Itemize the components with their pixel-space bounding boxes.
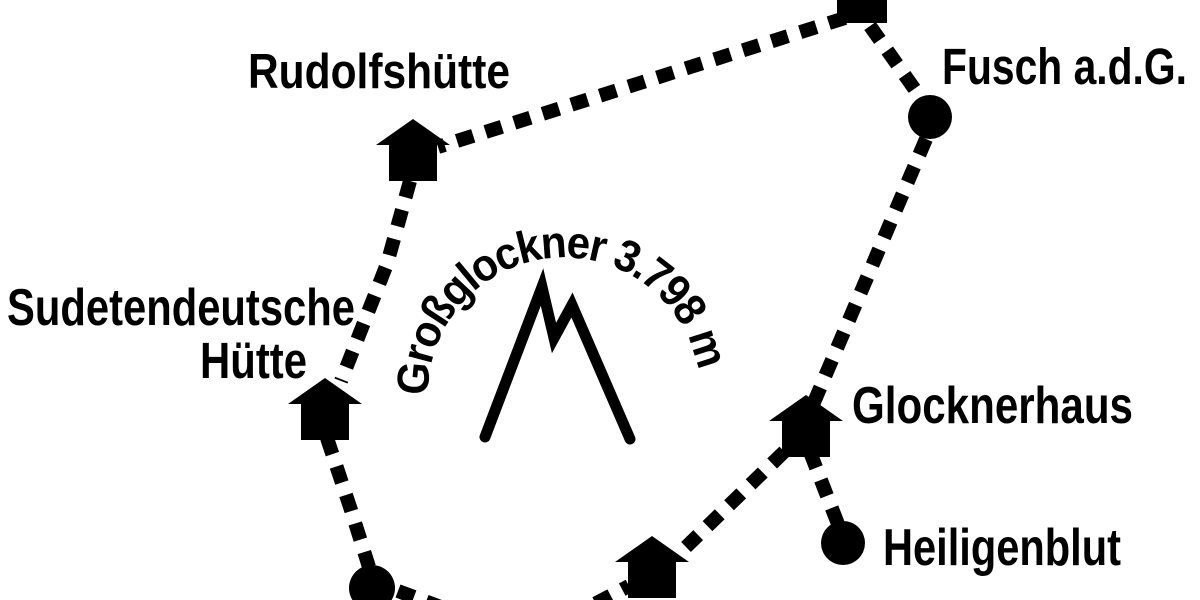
hut-icon-rudolfshuette — [376, 119, 450, 181]
peak-label-text: Großglockner 3.798 m — [386, 216, 740, 397]
route-square-to-fusch — [864, 21, 929, 106]
hut-icon-bottom — [615, 536, 689, 598]
label-sudetendeutsche-line1: Sudetendeutsche — [7, 279, 355, 337]
hut-icon-glocknerhaus — [769, 395, 843, 457]
label-heiligenblut: Heiligenblut — [883, 519, 1121, 577]
route-network — [320, 11, 933, 600]
label-sudetendeutsche-line2: Hütte — [200, 332, 307, 389]
markers — [288, 0, 952, 600]
dot-marker-bottom — [349, 565, 395, 600]
route-fusch-to-glocknerhaus — [805, 136, 933, 410]
label-glocknerhaus: Glocknerhaus — [852, 377, 1133, 435]
hut-icon-sudetendeutsche — [288, 378, 362, 440]
peak-label: Großglockner 3.798 m — [386, 216, 738, 397]
label-rudolfshuette: Rudolfshütte — [248, 45, 510, 99]
route-bottom-dot-to-bottom-hut — [395, 579, 633, 600]
mountain-peak-icon — [479, 268, 636, 445]
place-labels: Rudolfshütte Fusch a.d.G. Sudetendeutsch… — [7, 38, 1187, 577]
square-marker — [837, 0, 887, 23]
dot-marker-heiligenblut — [821, 521, 865, 565]
route-sudetendeutsche-to-bottom-dot — [320, 435, 376, 570]
label-fusch: Fusch a.d.G. — [942, 38, 1187, 95]
route-bottom-hut-to-glocknerhaus — [681, 443, 792, 553]
route-glocknerhaus-to-heiligenblut — [803, 449, 845, 527]
dot-marker-fusch — [908, 95, 952, 139]
route-square-to-rudolfshuette — [435, 11, 848, 154]
